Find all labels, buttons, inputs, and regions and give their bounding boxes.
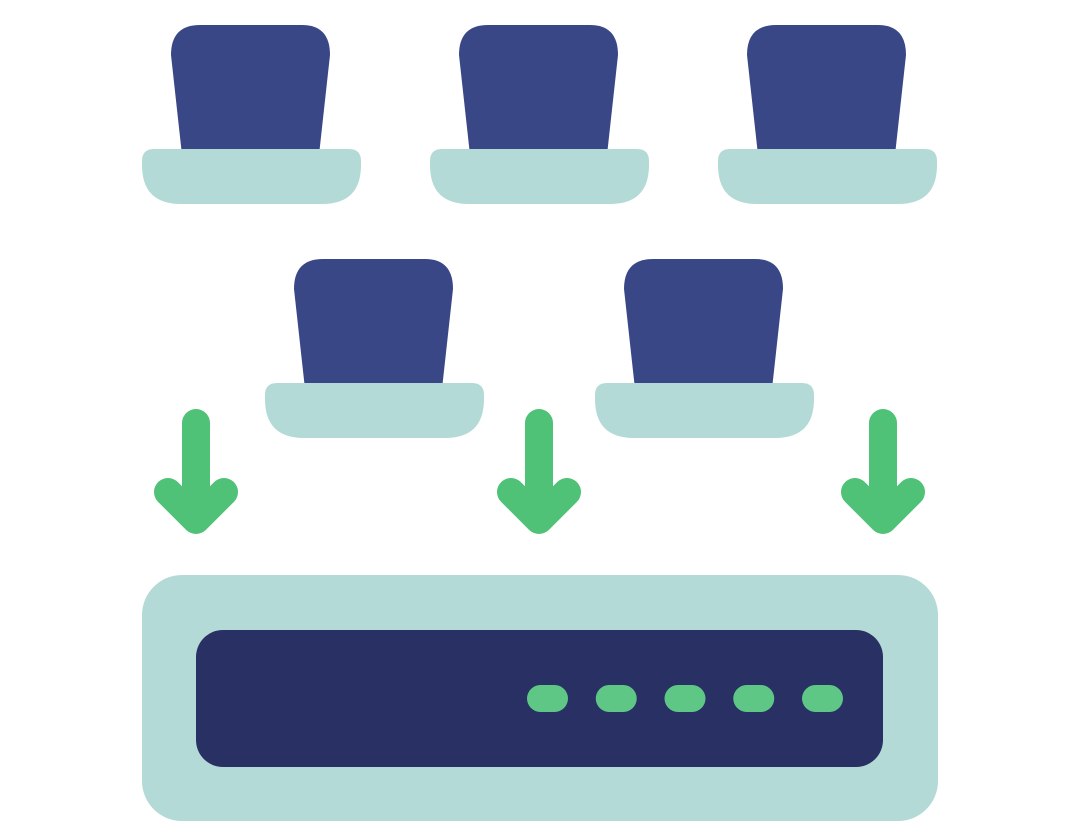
unit-base [718,149,937,204]
unit-base [142,149,361,204]
unit-body [747,25,906,155]
unit-base [430,149,649,204]
source-units [142,25,937,438]
status-light [802,685,843,712]
node-unit-top-left [142,25,361,204]
status-light [664,685,706,712]
node-unit-middle-right [595,259,814,438]
unit-body [459,25,618,155]
status-light [733,685,775,712]
router-device [142,575,938,821]
arrow-center [497,409,581,534]
unit-base [595,383,814,438]
download-arrows [154,409,925,534]
arrow-right [841,409,925,534]
node-unit-middle-left [265,259,484,438]
unit-body [294,259,453,389]
node-unit-top-right [718,25,937,204]
unit-base [265,383,484,438]
unit-body [171,25,330,155]
arrow-left [154,409,238,534]
arrow-head [154,478,238,534]
arrow-head [497,478,581,534]
unit-body [624,259,783,389]
node-unit-top-center [430,25,649,204]
arrow-head [841,478,925,534]
status-light [527,685,568,712]
status-light [595,685,637,712]
